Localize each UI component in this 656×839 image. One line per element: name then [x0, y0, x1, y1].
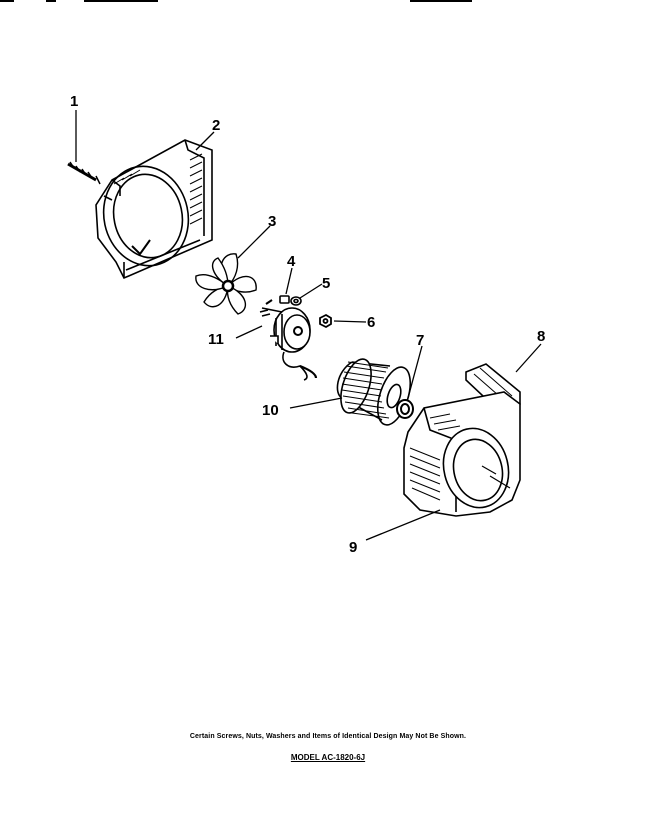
callout-10: 10	[262, 402, 279, 419]
top-edge-mark-left	[0, 0, 14, 2]
leader-4	[285, 267, 293, 295]
callout-2: 2	[212, 117, 220, 134]
callout-11: 11	[208, 331, 224, 348]
leader-3	[237, 225, 271, 259]
part-2-shroud	[95, 139, 213, 280]
callout-8: 8	[537, 328, 545, 345]
part-1-screw	[67, 161, 101, 185]
footer-disclaimer: Certain Screws, Nuts, Washers and Items …	[189, 733, 467, 740]
callout-7: 7	[416, 332, 424, 349]
leader-7	[407, 345, 423, 399]
part-3-fan-blade	[195, 253, 257, 315]
leader-10	[289, 397, 343, 409]
part-9-blower-housing	[403, 391, 521, 517]
callout-3: 3	[268, 213, 276, 230]
callout-1: 1	[70, 93, 78, 110]
part-5-washer	[290, 296, 302, 306]
callout-6: 6	[367, 314, 375, 331]
leader-5	[299, 283, 323, 299]
callout-4: 4	[287, 253, 296, 270]
callout-leaders	[75, 110, 542, 541]
part-4-nut	[279, 295, 290, 304]
model-number: MODEL AC-1820-6J	[290, 753, 366, 762]
leader-9	[365, 509, 441, 541]
part-7-hub-ring	[396, 399, 414, 419]
callout-9: 9	[349, 539, 357, 556]
leader-11	[235, 325, 263, 339]
part-11-motor	[259, 299, 318, 381]
top-edge-mark-right	[410, 0, 472, 2]
top-edge-mark-small	[46, 0, 56, 2]
footer-model: MODEL AC-1820-6J	[0, 753, 656, 762]
leader-2	[195, 131, 215, 151]
top-edge-mark-long	[84, 0, 158, 2]
callout-5: 5	[322, 275, 330, 292]
part-6-nut	[319, 313, 332, 329]
leader-8	[515, 343, 542, 373]
leader-6	[333, 320, 367, 323]
